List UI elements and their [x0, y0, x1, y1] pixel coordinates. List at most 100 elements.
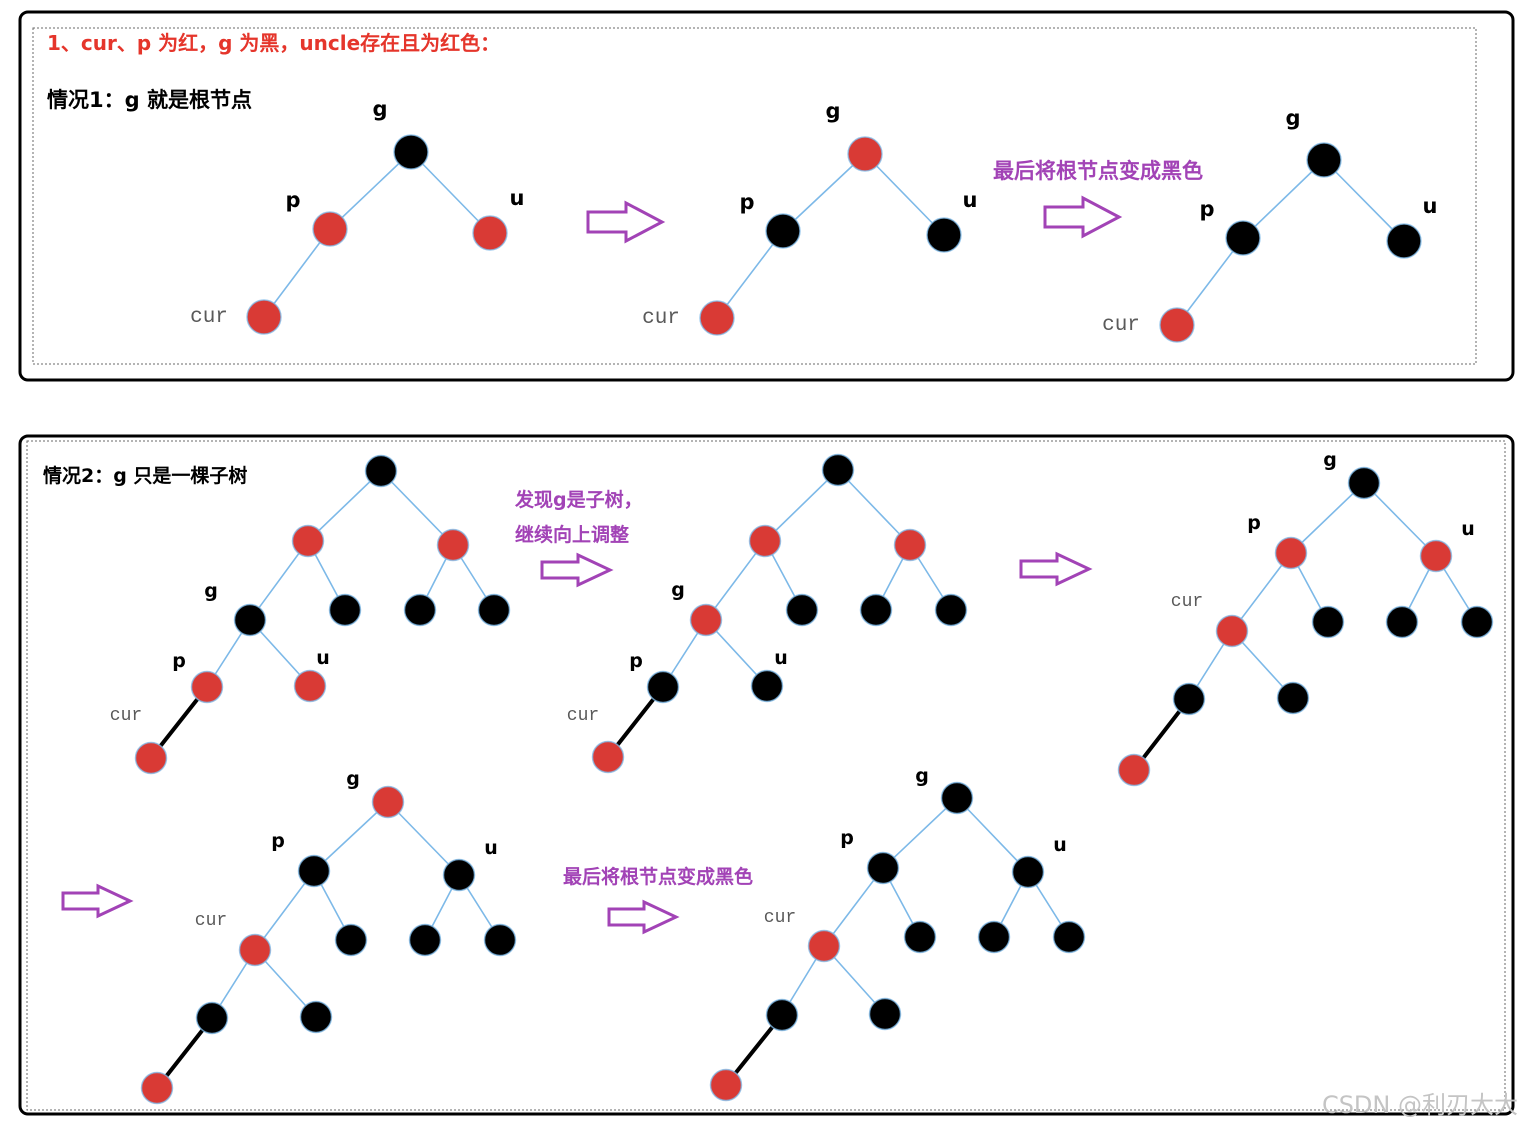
black-node	[299, 1000, 333, 1034]
red-node	[893, 528, 927, 562]
node-u	[1011, 855, 1045, 889]
node-cur	[807, 929, 841, 963]
case2-note-top-line2: 继续向上调整	[515, 523, 629, 546]
tree-edge	[387, 801, 460, 876]
case2-panel: 情况2：g 只是一棵子树 发现g是子树， 继续向上调整 最后将根节点变成黑色 g…	[18, 434, 1515, 1116]
case2-title: 情况2：g 只是一棵子树	[43, 464, 247, 487]
red-node	[709, 1068, 743, 1102]
tree-edge	[329, 151, 412, 230]
tree-edge	[864, 153, 945, 236]
label-p: p	[840, 827, 854, 849]
tree-edge	[263, 228, 331, 318]
case1-panel-border	[18, 10, 1515, 382]
right-arrow-icon	[540, 552, 614, 588]
black-node	[403, 593, 437, 627]
tree-edge	[823, 867, 884, 947]
node-p	[765, 213, 801, 249]
node-g	[233, 603, 267, 637]
label-g: g	[915, 765, 929, 787]
tree-edge	[1176, 237, 1244, 326]
label-cur: cur	[567, 706, 599, 726]
right-arrow-icon	[61, 883, 134, 919]
node-p	[297, 854, 331, 888]
tree-edge	[705, 540, 766, 621]
black-node	[1172, 682, 1206, 716]
black-node	[195, 1001, 229, 1035]
case1-note: 最后将根节点变成黑色	[993, 159, 1203, 183]
label-p: p	[271, 830, 285, 852]
node-p	[1274, 536, 1308, 570]
case2-note-bottom: 最后将根节点变成黑色	[563, 865, 753, 888]
node-cur	[699, 300, 735, 336]
node-u	[472, 215, 508, 251]
label-cur: cur	[195, 911, 227, 931]
tree-edge	[1242, 159, 1325, 239]
node-p	[312, 211, 348, 247]
node-cur	[1215, 614, 1249, 648]
label-cur: cur	[642, 307, 680, 330]
node-g	[1347, 466, 1381, 500]
label-u: u	[963, 188, 978, 212]
tree-edge	[1231, 552, 1292, 632]
black-node	[334, 923, 368, 957]
case1-tree-1: g p u cur	[190, 97, 525, 335]
label-u: u	[510, 186, 525, 210]
node-cur	[134, 741, 168, 775]
label-p: p	[285, 188, 300, 212]
tree-edge	[716, 230, 784, 319]
node-g	[1306, 142, 1342, 178]
node-cur	[246, 299, 282, 335]
node-g	[847, 136, 883, 172]
case1-dashed-frame	[32, 27, 1477, 365]
label-cur: cur	[764, 908, 796, 928]
red-node	[140, 1071, 174, 1105]
label-p: p	[739, 190, 754, 214]
label-g: g	[346, 768, 360, 790]
node-u	[750, 669, 784, 703]
black-node	[1385, 605, 1419, 639]
case1-heading: 1、cur、p 为红，g 为黑，uncle存在且为红色：	[47, 31, 500, 55]
case1-title: 情况1：g 就是根节点	[47, 88, 252, 112]
label-g: g	[1285, 106, 1300, 130]
label-g: g	[1323, 449, 1337, 471]
label-u: u	[774, 647, 788, 669]
label-cur: cur	[1171, 592, 1203, 612]
watermark: CSDN @利刃大大	[1322, 1091, 1518, 1119]
label-g: g	[825, 99, 840, 123]
node-u	[1419, 539, 1453, 573]
red-node	[291, 524, 325, 558]
label-cur: cur	[1102, 314, 1140, 337]
node-p	[190, 670, 224, 704]
node-g	[393, 134, 429, 170]
tree-edge	[1323, 159, 1405, 242]
label-p: p	[1247, 512, 1261, 534]
tree-edge	[782, 153, 866, 232]
case1-panel: 1、cur、p 为红，g 为黑，uncle存在且为红色： 情况1：g 就是根节点…	[18, 10, 1515, 382]
node-p	[646, 670, 680, 704]
label-cur: cur	[190, 306, 228, 329]
red-node	[748, 524, 782, 558]
black-node	[765, 998, 799, 1032]
black-node	[483, 923, 517, 957]
right-arrow-icon	[1019, 551, 1093, 587]
node-u	[1386, 223, 1422, 259]
black-node	[785, 593, 819, 627]
label-g: g	[372, 97, 387, 121]
black-node	[868, 997, 902, 1031]
black-node	[1311, 605, 1345, 639]
right-arrow-icon	[586, 200, 666, 244]
tree-edge	[882, 797, 958, 869]
black-node	[364, 454, 398, 488]
tree-edge	[380, 470, 454, 546]
node-g	[371, 785, 405, 819]
label-g: g	[671, 579, 685, 601]
case2-note-top-line1: 发现g是子树，	[514, 488, 643, 511]
node-u	[926, 217, 962, 253]
